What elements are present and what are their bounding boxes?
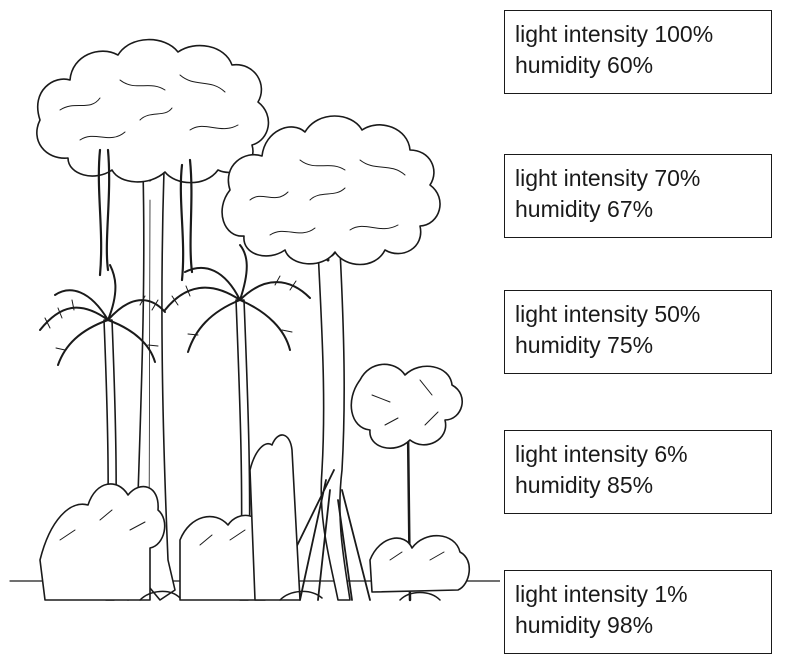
light-intensity-text: light intensity 100% bbox=[515, 19, 771, 50]
layer-label-emergent: light intensity 100% humidity 60% bbox=[504, 10, 772, 94]
layer-label-understorey: light intensity 50% humidity 75% bbox=[504, 290, 772, 374]
light-intensity-text: light intensity 6% bbox=[515, 439, 771, 470]
layer-label-shrub: light intensity 6% humidity 85% bbox=[504, 430, 772, 514]
humidity-text: humidity 67% bbox=[515, 194, 771, 225]
humidity-text: humidity 98% bbox=[515, 610, 771, 641]
light-intensity-text: light intensity 70% bbox=[515, 163, 771, 194]
ground-plants bbox=[40, 435, 469, 600]
humidity-text: humidity 75% bbox=[515, 330, 771, 361]
layer-label-canopy: light intensity 70% humidity 67% bbox=[504, 154, 772, 238]
light-intensity-text: light intensity 1% bbox=[515, 579, 771, 610]
layer-label-forest-floor: light intensity 1% humidity 98% bbox=[504, 570, 772, 654]
light-intensity-text: light intensity 50% bbox=[515, 299, 771, 330]
humidity-text: humidity 85% bbox=[515, 470, 771, 501]
humidity-text: humidity 60% bbox=[515, 50, 771, 81]
rainforest-illustration bbox=[0, 0, 500, 653]
